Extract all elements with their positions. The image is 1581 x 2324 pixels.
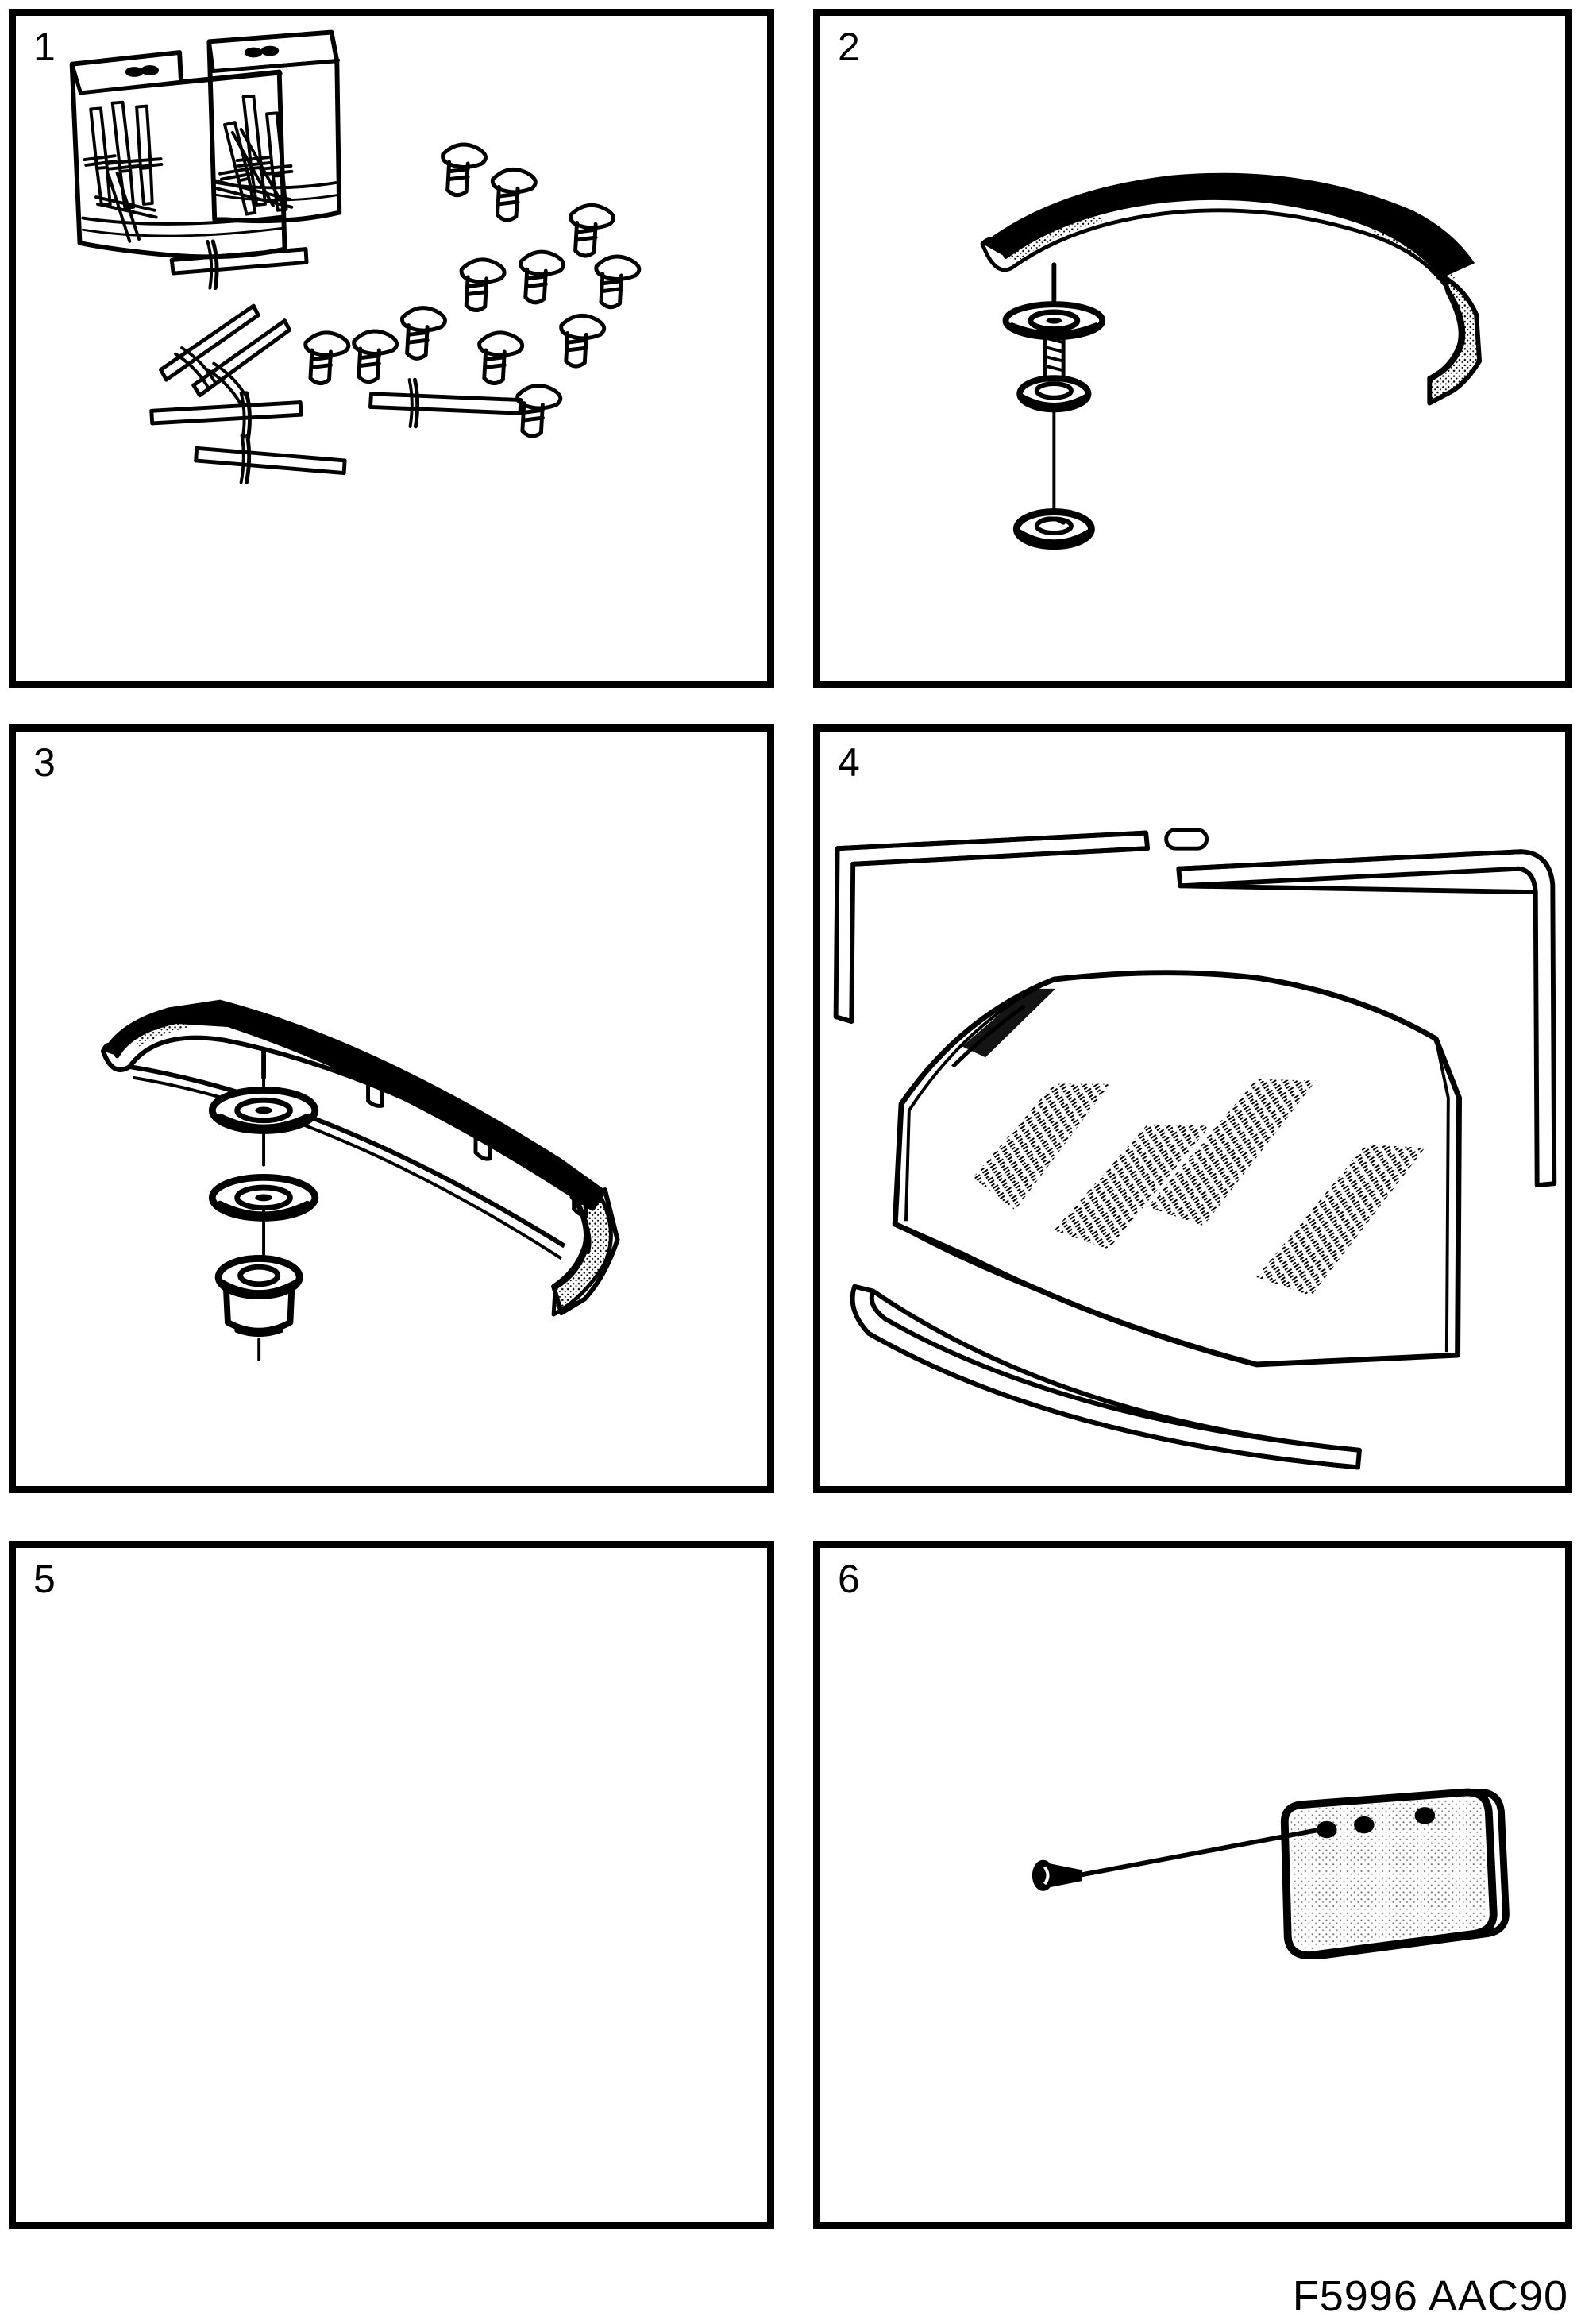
panel-2-number: 2 (838, 25, 860, 69)
figure-caption: F5996 AAC90 (1292, 2272, 1568, 2320)
panel-6: 6 (813, 1541, 1572, 2229)
panel-6-number: 6 (838, 1557, 860, 1601)
fastener-kit-bags-and-loose-clips-illustration (16, 16, 767, 681)
panel-2: 2 (813, 9, 1572, 688)
panel-5: 5 (9, 1541, 774, 2229)
blank-panel-illustration (16, 1548, 767, 2222)
spoiler-end-section-with-grommet-stack-illustration (820, 16, 1565, 681)
panel-1: 1 (9, 9, 774, 688)
windscreen-glass-and-trim-mouldings-illustration (820, 732, 1565, 1486)
panel-1-number: 1 (33, 25, 56, 69)
rear-spoiler-with-washer-grommet-nut-illustration (16, 732, 767, 1486)
panel-5-number: 5 (33, 1557, 56, 1601)
panel-3: 3 (9, 724, 774, 1493)
panel-4: 4 (813, 724, 1572, 1493)
mud-flap-plate-with-fastener-illustration (820, 1548, 1565, 2222)
panel-3-number: 3 (33, 740, 56, 785)
panel-4-number: 4 (838, 740, 860, 785)
